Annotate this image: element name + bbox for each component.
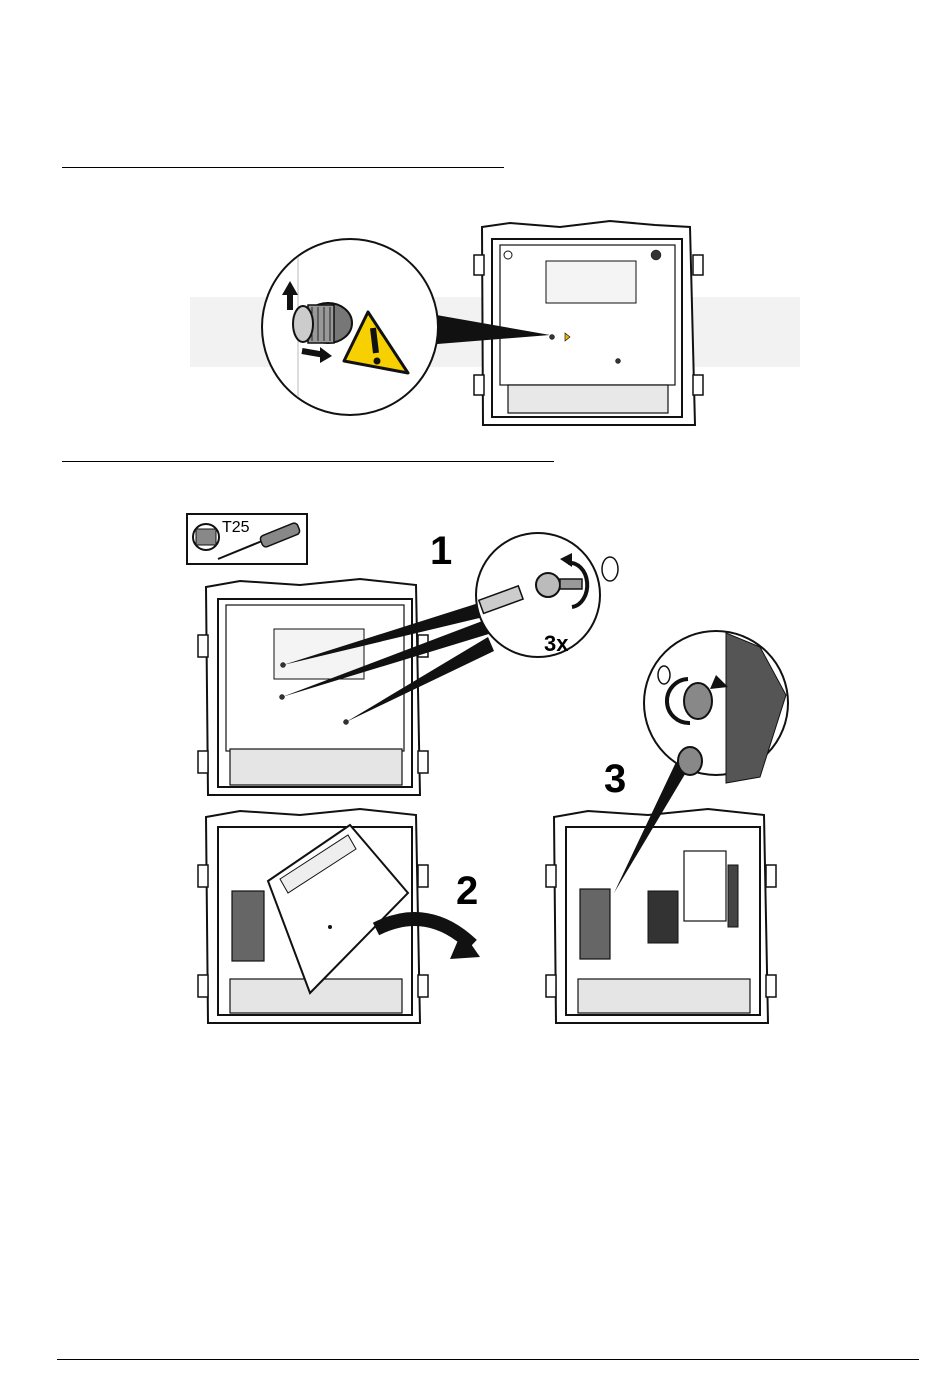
screw-count-callout: 3x — [544, 631, 568, 657]
footer-rule — [57, 1359, 919, 1360]
figure-warning-knob — [190, 215, 800, 440]
enclosure-illustration — [474, 221, 703, 425]
enclosure-step3 — [546, 809, 776, 1023]
knurled-knob-icon — [293, 303, 352, 343]
section-rule-1 — [62, 167, 504, 168]
figure-panel-removal: T25 1 2 3 — [180, 505, 800, 1035]
section-rule-2 — [62, 461, 554, 462]
